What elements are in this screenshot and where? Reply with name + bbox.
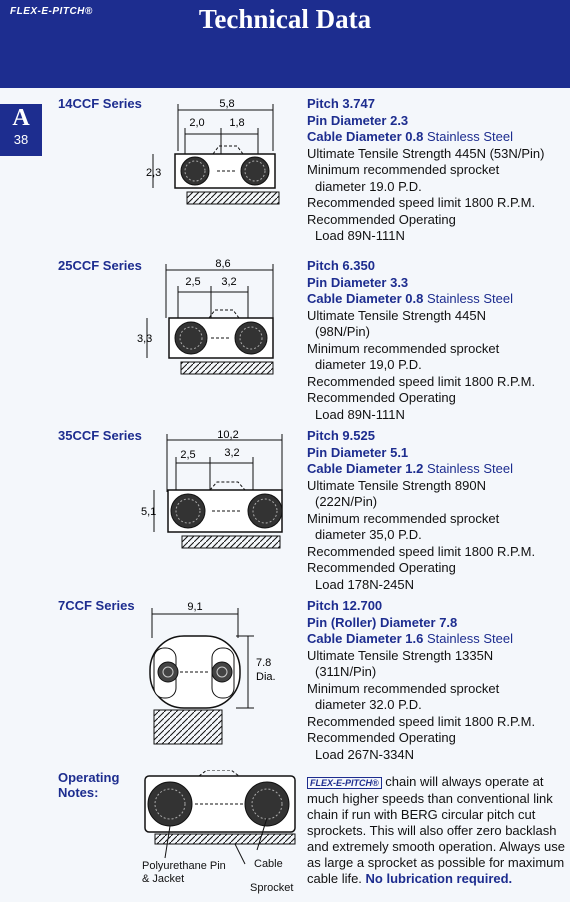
spec-cable: Cable Diameter 1.2 [307, 461, 424, 476]
spec-35ccf: Pitch 9.525 Pin Diameter 5.1 Cable Diame… [307, 428, 569, 593]
operating-notes-heading-2: Notes: [58, 785, 99, 800]
diagram-35ccf: 10,2 2,5 3,2 5,1 [141, 429, 283, 549]
header-banner: FLEX-E-PITCH® Technical Data [0, 0, 570, 88]
spec-pitch: Pitch 6.350 [307, 258, 375, 273]
spec-sprocket-2: diameter 32.0 P.D. [315, 697, 422, 712]
dim-height: 5,1 [141, 506, 156, 518]
label-polyurethane-pin: Polyurethane Pin & Jacket [142, 860, 226, 885]
spec-sprocket-1: Minimum recommended sprocket [307, 340, 500, 356]
series-title-7ccf: 7CCF Series [58, 598, 135, 613]
series-title-14ccf: 14CCF Series [58, 96, 142, 111]
spec-cable: Cable Diameter 1.6 [307, 631, 424, 646]
spec-pin: Pin Diameter 2.3 [307, 112, 409, 128]
dim-overall: 10,2 [217, 429, 238, 441]
dim-overall: 9,1 [187, 601, 202, 613]
series-title-25ccf: 25CCF Series [58, 258, 142, 273]
spec-tensile-2: (98N/Pin) [315, 324, 370, 339]
spec-cable: Cable Diameter 0.8 [307, 291, 424, 306]
spec-cable-material: Stainless Steel [426, 129, 513, 144]
spec-cable-material: Stainless Steel [426, 291, 513, 306]
no-lubrication-note: No lubrication required. [365, 871, 513, 886]
label-cable: Cable [254, 858, 283, 870]
dim-dia-label: Dia. [256, 671, 276, 683]
spec-operating-1: Recommended Operating [307, 730, 456, 745]
brand-badge: FLEX-E-PITCH® [307, 777, 382, 789]
dim-right: 3,2 [221, 276, 236, 288]
diagram-7ccf: 9,1 7.8 Dia. [149, 601, 276, 745]
spec-sprocket-2: diameter 19,0 P.D. [315, 357, 422, 372]
spec-sprocket-1: Minimum recommended sprocket [307, 162, 500, 177]
page-title: Technical Data [198, 4, 372, 34]
dim-left: 2,5 [180, 449, 195, 461]
dim-right: 1,8 [229, 117, 244, 129]
spec-25ccf: Pitch 6.350 Pin Diameter 3.3 Cable Diame… [307, 258, 569, 423]
spec-14ccf: Pitch 3.747 Pin Diameter 2.3 Cable Diame… [307, 96, 569, 245]
diagram-14ccf: 5,8 2,0 1,8 2,3 [146, 98, 280, 205]
spec-operating-2: Load 89N-111N [315, 228, 405, 243]
dim-right: 3,2 [224, 447, 239, 459]
dim-dia-value: 7.8 [256, 657, 271, 669]
spec-tensile-2: (311N/Pin) [315, 664, 377, 679]
spec-pin: Pin Diameter 5.1 [307, 444, 409, 460]
spec-cable: Cable Diameter 0.8 [307, 129, 424, 144]
dim-height: 2,3 [146, 167, 161, 179]
spec-sprocket-1: Minimum recommended sprocket [307, 680, 500, 696]
spec-tensile: Ultimate Tensile Strength 890N [307, 477, 486, 493]
spec-cable-material: Stainless Steel [426, 461, 513, 476]
spec-speed: Recommended speed limit 1800 R.P.M. [307, 713, 536, 729]
spec-pin: Pin (Roller) Diameter 7.8 [307, 614, 458, 630]
dim-left: 2,5 [185, 276, 200, 288]
spec-tensile: Ultimate Tensile Strength 445N (53N/Pin) [307, 145, 545, 161]
spec-operating-1: Recommended Operating [307, 560, 456, 575]
spec-tensile: Ultimate Tensile Strength 1335N [307, 647, 494, 663]
dim-height: 3,3 [137, 333, 152, 345]
spec-speed: Recommended speed limit 1800 R.P.M. [307, 543, 536, 559]
section-letter: A [12, 105, 30, 131]
section-tab: A 38 [0, 104, 42, 156]
spec-sprocket-1: Minimum recommended sprocket [307, 510, 500, 526]
spec-cable-material: Stainless Steel [426, 631, 513, 646]
spec-operating-2: Load 178N-245N [315, 576, 415, 592]
diagram-25ccf: 8,6 2,5 3,2 3,3 [137, 258, 274, 375]
operating-notes-heading: Operating Notes: [58, 770, 119, 800]
spec-operating-1: Recommended Operating [307, 390, 456, 405]
spec-tensile: Ultimate Tensile Strength 445N [307, 307, 486, 323]
spec-pin: Pin Diameter 3.3 [307, 274, 409, 290]
spec-7ccf: Pitch 12.700 Pin (Roller) Diameter 7.8 C… [307, 598, 569, 763]
page-number: 38 [13, 132, 29, 147]
label-sprocket: Sprocket [250, 882, 294, 894]
dim-overall: 5,8 [219, 98, 234, 110]
spec-operating-2: Load 267N-334N [315, 746, 415, 762]
operating-notes-heading-1: Operating [58, 770, 120, 785]
operating-notes-text: FLEX-E-PITCH® chain will always operate … [307, 774, 565, 887]
spec-pitch: Pitch 3.747 [307, 96, 375, 111]
operating-notes-body: chain will always operate at much higher… [307, 774, 565, 886]
brand-logo: FLEX-E-PITCH® [10, 6, 93, 17]
series-title-35ccf: 35CCF Series [58, 428, 142, 443]
dim-left: 2,0 [189, 117, 204, 129]
spec-sprocket-2: diameter 35,0 P.D. [315, 527, 422, 542]
spec-operating-1: Recommended Operating [307, 211, 456, 227]
spec-sprocket-2: diameter 19.0 P.D. [315, 178, 422, 194]
spec-speed: Recommended speed limit 1800 R.P.M. [307, 373, 536, 389]
spec-operating-2: Load 89N-111N [315, 406, 405, 422]
spec-pitch: Pitch 9.525 [307, 428, 375, 443]
diagram-operating-notes [144, 770, 296, 865]
spec-pitch: Pitch 12.700 [307, 598, 383, 613]
dim-overall: 8,6 [215, 258, 230, 270]
spec-speed: Recommended speed limit 1800 R.P.M. [307, 195, 536, 210]
spec-tensile-2: (222N/Pin) [315, 494, 378, 509]
